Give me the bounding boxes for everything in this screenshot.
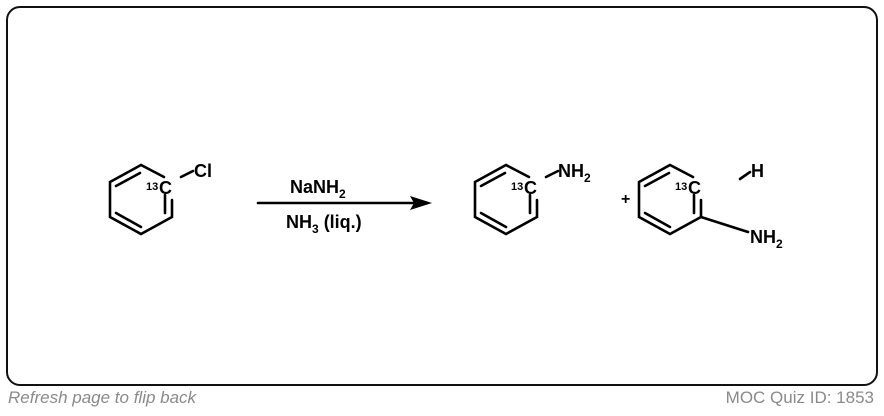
amine-label: NH2 bbox=[558, 161, 591, 185]
quiz-id: MOC Quiz ID: 1853 bbox=[725, 388, 874, 407]
product2-benzene-ring bbox=[637, 163, 752, 236]
product1-benzene-ring bbox=[473, 163, 560, 236]
carbon-label: C bbox=[159, 178, 172, 198]
isotope-label: 13 bbox=[675, 181, 687, 193]
reagent-top: NaNH2 bbox=[290, 177, 346, 201]
amine-label: NH2 bbox=[750, 227, 783, 251]
reactant-benzene-ring bbox=[108, 163, 195, 236]
carbon-label: C bbox=[524, 178, 537, 198]
quiz-card[interactable] bbox=[6, 6, 878, 386]
chlorine-label: Cl bbox=[194, 161, 212, 181]
isotope-label: 13 bbox=[146, 181, 158, 193]
carbon-label: C bbox=[688, 178, 701, 198]
arrow-head bbox=[410, 196, 432, 210]
isotope-label: 13 bbox=[511, 181, 523, 193]
plus-sign: + bbox=[621, 191, 630, 208]
hydrogen-label: H bbox=[751, 161, 764, 181]
reagent-bottom: NH3 (liq.) bbox=[286, 212, 362, 236]
flip-back-hint: Refresh page to flip back bbox=[8, 388, 197, 407]
